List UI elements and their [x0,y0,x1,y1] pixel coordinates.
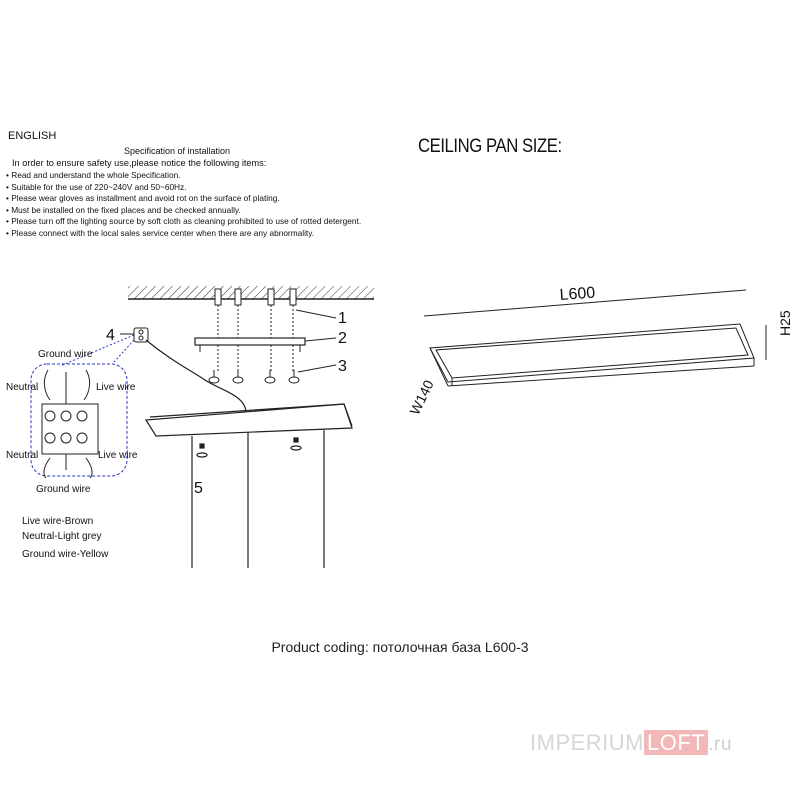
screws [208,370,300,384]
spec-intro: In order to ensure safety use,please not… [12,158,267,168]
pan-height-label: H25 [777,310,793,336]
spec-item: • Please wear gloves as installment and … [6,193,280,204]
wiring-detail [41,369,99,479]
ceiling-pan-installed [144,403,353,568]
ceiling-pan-size-title: CEILING PAN SIZE: [418,136,562,157]
mounting-bar [194,337,306,352]
watermark-brand-loft: LOFT [644,730,709,755]
watermark-tld: .ru [708,734,732,755]
legend-neutral: Neutral-Light grey [22,531,101,542]
spec-item: • Please connect with the local sales se… [6,227,315,238]
legend-ground: Ground wire-Yellow [22,549,109,560]
spec-item: • Please turn off the lighting source by… [6,216,362,227]
neutral-bottom-label: Neutral [6,450,38,461]
spec-list: • Read and understand the whole Specific… [6,170,361,240]
ground-wire-bottom-label: Ground wire [36,484,91,495]
detail-guide-lines [59,334,135,367]
live-wire-top-label: Live wire [96,382,136,393]
spec-item: • Read and understand the whole Specific… [6,170,181,180]
language-label: ENGLISH [8,130,57,142]
pan-width-label: W140 [406,377,437,417]
callout-3: 3 [338,358,347,375]
spec-item: • Must be installed on the fixed places … [6,204,241,215]
wiring-detail-frame [30,363,128,477]
wall-anchors [214,288,297,372]
spec-item: • Suitable for the use of 220~240V and 5… [6,181,187,192]
live-wire-bottom-label: Live wire [98,450,138,461]
callout-line-1 [295,309,337,319]
callout-line-3 [297,364,337,373]
ceiling-pan-drawing [423,289,767,387]
legend-live: Live wire-Brown [22,516,93,527]
supply-cable [145,339,247,413]
callout-4: 4 [106,327,115,344]
ceiling [128,286,374,300]
watermark-brand: IMPERIUM [530,730,644,755]
terminal-block [133,327,149,343]
pan-length-label: L600 [559,285,596,304]
spec-title: Specification of installation [124,146,231,156]
callout-2: 2 [338,330,347,347]
ground-wire-top-label: Ground wire [38,349,93,360]
product-coding: Product coding: потолочная база L600-3 [271,639,529,655]
callout-1: 1 [338,310,347,327]
callout-line-2 [304,337,337,342]
callout-5: 5 [194,480,203,497]
neutral-top-label: Neutral [6,382,38,393]
